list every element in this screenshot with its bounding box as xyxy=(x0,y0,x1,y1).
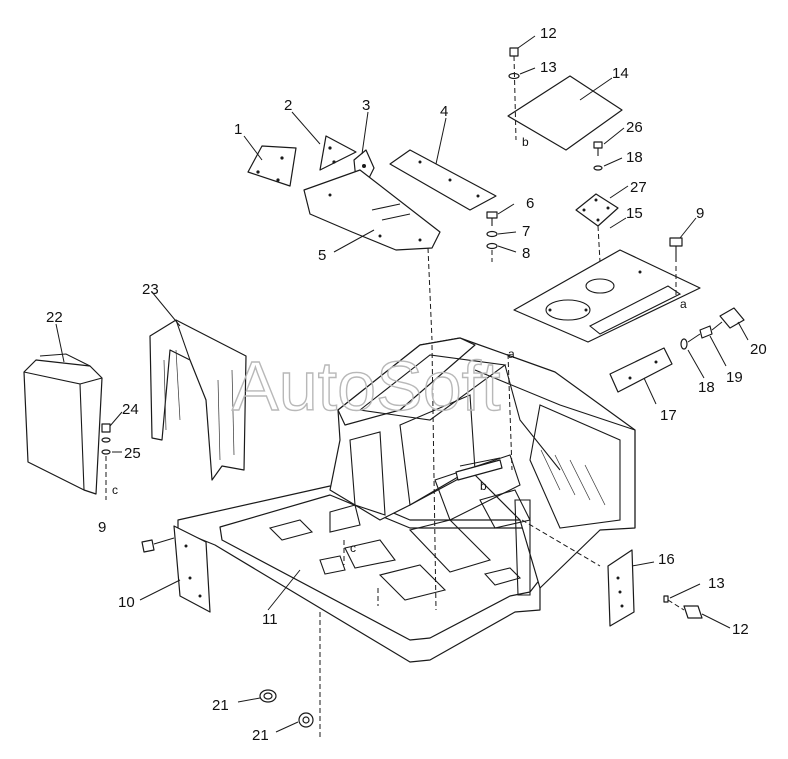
callout-25: 25 xyxy=(124,445,141,462)
ref-c-floor: c xyxy=(350,541,356,555)
part-2-bracket xyxy=(319,135,357,171)
part-5-top-plate xyxy=(303,169,441,251)
leader-lines xyxy=(55,35,749,733)
assembly-line xyxy=(427,247,433,341)
callout-13-top: 13 xyxy=(540,59,557,76)
part-14-cover xyxy=(507,47,623,151)
callout-21-bottom: 21 xyxy=(252,727,269,744)
callout-5: 5 xyxy=(318,247,326,264)
ref-c-left: c xyxy=(112,483,118,497)
bolt-set-6-7-8 xyxy=(486,211,498,262)
cab-frame xyxy=(329,337,636,596)
callout-10: 10 xyxy=(118,594,135,611)
ref-a-cab: a xyxy=(508,347,515,361)
callout-8: 8 xyxy=(522,245,530,262)
part-4-cover xyxy=(389,149,497,211)
part-21-grommets xyxy=(259,689,314,728)
callout-4: 4 xyxy=(440,103,448,120)
callout-1: 1 xyxy=(234,121,242,138)
callout-23: 23 xyxy=(142,281,159,298)
callout-27: 27 xyxy=(630,179,647,196)
ref-b-cab: b xyxy=(480,479,487,493)
fastener-24-25 xyxy=(101,423,111,500)
assembly-line xyxy=(507,353,513,471)
bolt-9-side xyxy=(141,537,175,553)
bolt-set-26-18-27 xyxy=(575,141,619,263)
callout-18-bottom: 18 xyxy=(698,379,715,396)
part-10-side-plate xyxy=(173,525,211,613)
callout-18-top: 18 xyxy=(626,149,643,166)
part-23-shroud xyxy=(149,319,247,481)
assembly-line xyxy=(431,344,437,611)
callout-19: 19 xyxy=(726,369,743,386)
callout-14: 14 xyxy=(612,65,629,82)
callout-12-bottom: 12 xyxy=(732,621,749,638)
callout-6: 6 xyxy=(526,195,534,212)
bolt-9-top xyxy=(669,237,683,296)
part-1-plate xyxy=(247,145,297,187)
ref-b-top: b xyxy=(522,135,529,149)
callout-24: 24 xyxy=(122,401,139,418)
callout-9-top: 9 xyxy=(696,205,704,222)
callout-12-top: 12 xyxy=(540,25,557,42)
ref-a-top: a xyxy=(680,297,687,311)
callout-2: 2 xyxy=(284,97,292,114)
callout-3: 3 xyxy=(362,97,370,114)
callout-17: 17 xyxy=(660,407,677,424)
part-22-box xyxy=(23,353,103,495)
callout-13-bottom: 13 xyxy=(708,575,725,592)
floor-plate xyxy=(177,485,591,663)
part-15-plate xyxy=(513,249,701,343)
assembly-line xyxy=(521,519,601,567)
callout-16: 16 xyxy=(658,551,675,568)
callout-22: 22 xyxy=(46,309,63,326)
part-17-bracket xyxy=(609,347,673,393)
callout-9-side: 9 xyxy=(98,519,106,536)
callout-26: 26 xyxy=(626,119,643,136)
fastener-13-12-bottom xyxy=(663,595,703,619)
callout-7: 7 xyxy=(522,223,530,240)
callout-20: 20 xyxy=(750,341,767,358)
callout-11: 11 xyxy=(262,611,278,628)
callout-21-top: 21 xyxy=(212,697,229,714)
fastener-18-19-20 xyxy=(680,307,745,350)
part-16-side-plate xyxy=(607,549,635,627)
watermark-text: AutoSoft xyxy=(232,347,501,425)
callout-15: 15 xyxy=(626,205,643,222)
